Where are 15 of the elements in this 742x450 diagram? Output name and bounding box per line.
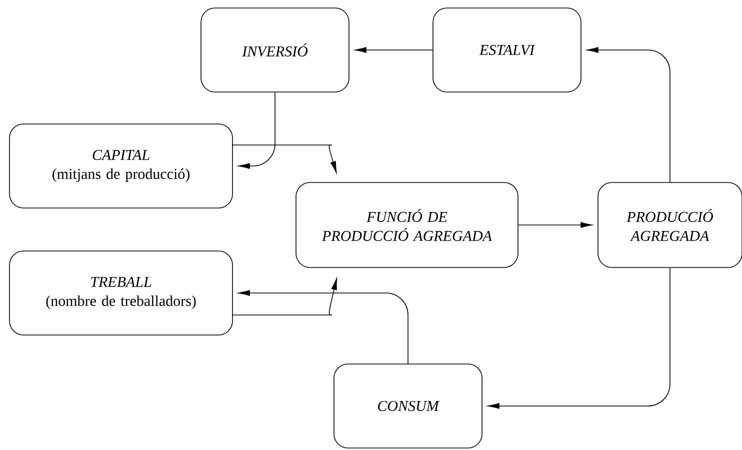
process-box: CONSUM xyxy=(334,364,482,448)
arrow xyxy=(238,92,276,169)
process-box: TREBALL (nombre de treballadors) xyxy=(9,250,233,336)
arrow xyxy=(232,278,338,316)
process-box: CAPITAL (mitjans de producció) xyxy=(9,124,233,208)
arrow xyxy=(232,144,337,173)
arrow xyxy=(488,268,670,409)
arrow xyxy=(586,47,670,182)
process-box: ESTALVI xyxy=(432,8,582,92)
process-box: PRODUCCIÓ AGREGADA xyxy=(598,182,742,268)
arrow xyxy=(354,47,433,53)
process-box: FUNCIÓ DE PRODUCCIÓ AGREGADA xyxy=(296,182,518,268)
arrow xyxy=(518,222,592,228)
arrow xyxy=(238,290,408,364)
process-box: INVERSIÓ xyxy=(200,8,350,92)
